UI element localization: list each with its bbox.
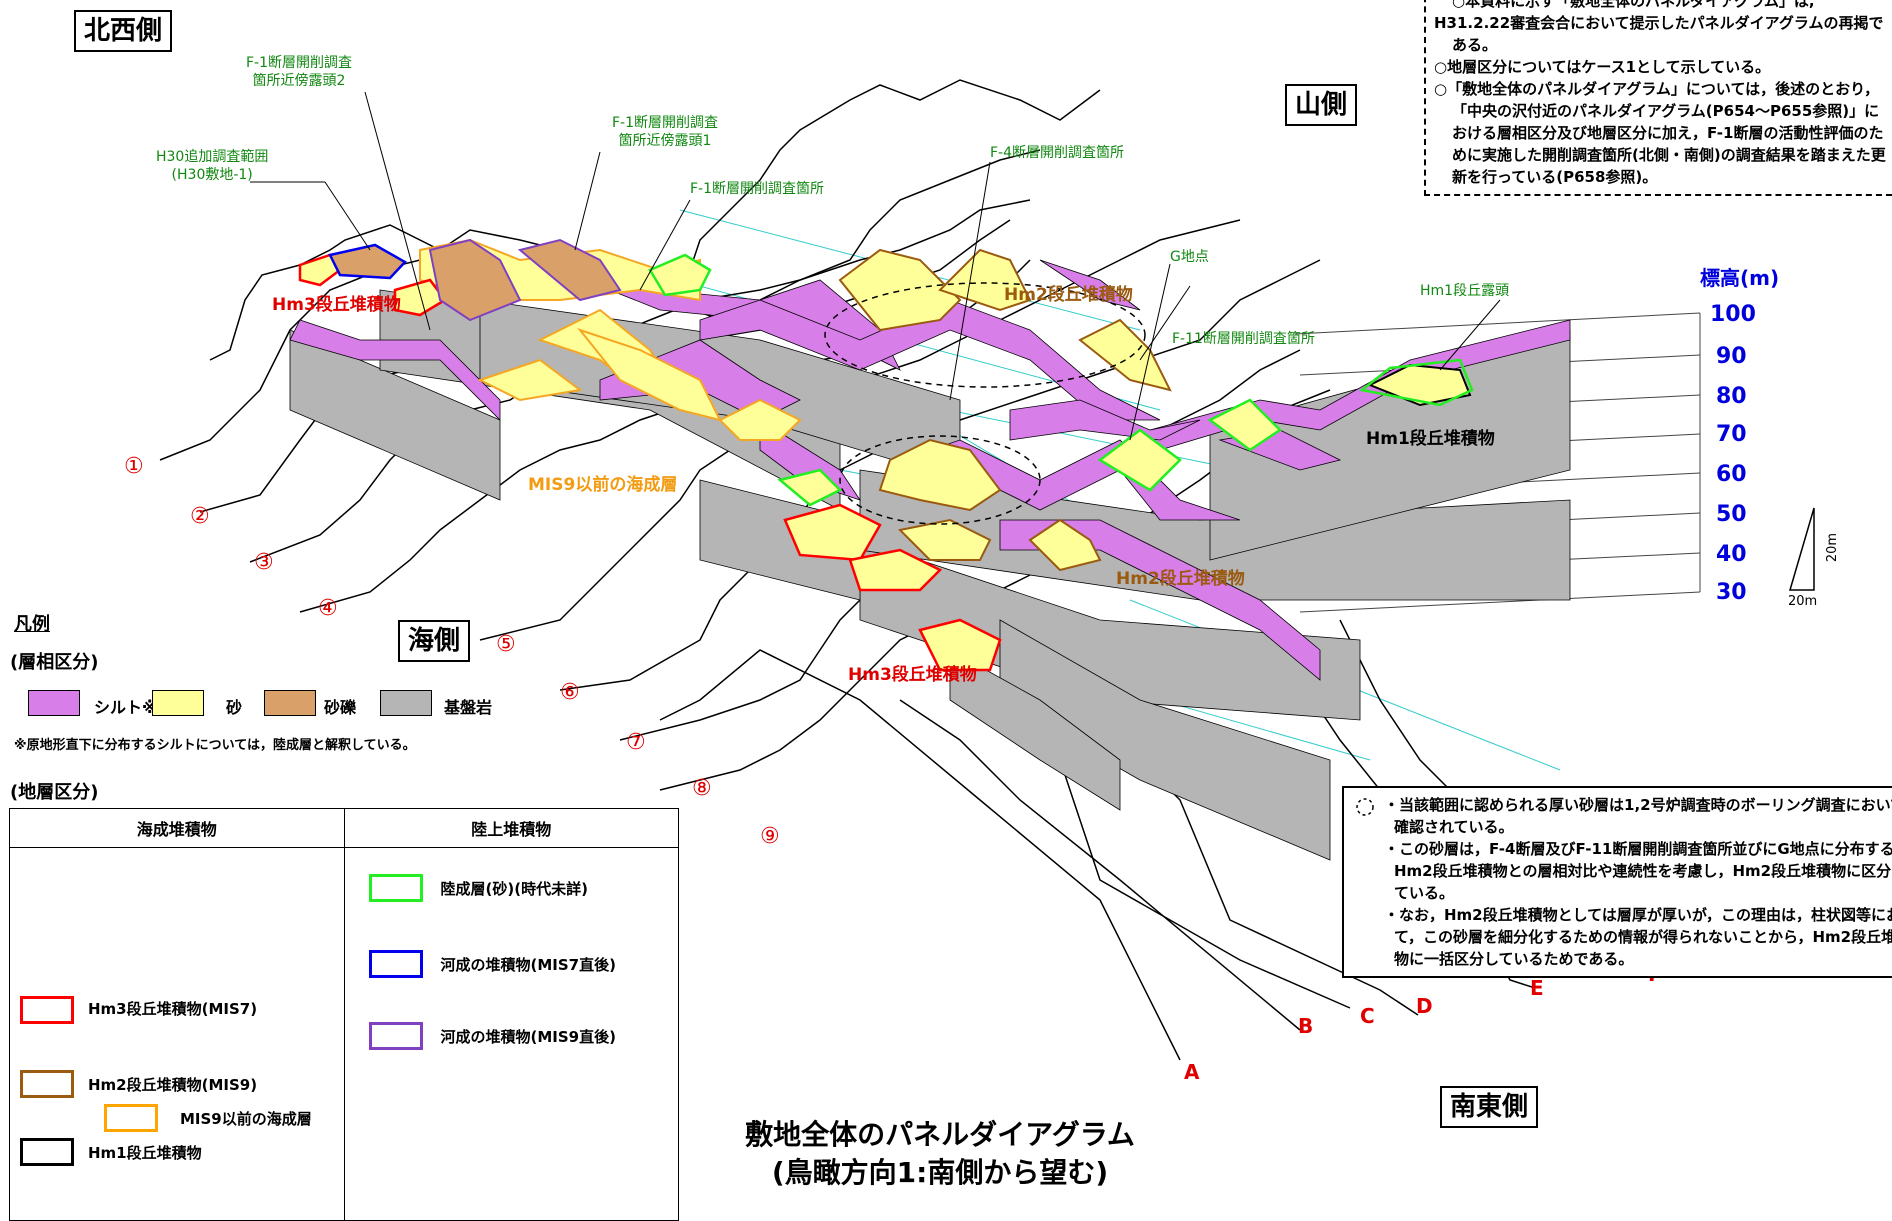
key-mis9 — [104, 1104, 158, 1132]
label-hm2-upper: Hm2段丘堆積物 — [1004, 285, 1133, 305]
key-terrestrial-sand — [368, 874, 423, 902]
figure-title: 敷地全体のパネルダイアグラム (鳥瞰方向1:南側から望む) — [720, 1116, 1160, 1192]
section-number-2: ② — [190, 504, 210, 529]
dashed-circle-icon — [1356, 798, 1374, 816]
key-hm2 — [20, 1070, 74, 1098]
scale-triangle — [1788, 507, 1815, 591]
annotation-f1-site: F-1断層開削調査箇所 — [690, 181, 825, 197]
key-hm1-label: Hm1段丘堆積物 — [88, 1144, 202, 1162]
section-letter-e: E — [1530, 976, 1544, 1000]
note-top-right-line-4: ○「敷地全体のパネルダイアグラム」については，後述のとおり，「中央の沢付近のパネ… — [1434, 80, 1886, 186]
section-number-7: ⑦ — [626, 730, 646, 755]
fluvial-mis9 — [428, 238, 622, 322]
note-bottom-right-line-1: ・当該範囲に認められる厚い砂層は1,2号炉調査時のボーリング調査において確認され… — [1384, 796, 1892, 836]
northwest-label: 北西側 — [74, 10, 173, 52]
key-hm3 — [20, 996, 74, 1024]
section-number-1: ① — [124, 454, 144, 479]
leader-lines — [250, 91, 1501, 441]
header-marine: 海成堆積物 — [9, 808, 345, 848]
section-number-4: ④ — [318, 596, 338, 621]
note-top-right-line-1: ○本資料に示す「敷地全体のパネルダイアグラム」は, — [1452, 0, 1815, 10]
section-number-5: ⑤ — [496, 632, 516, 657]
label-hm3-upper: Hm3段丘堆積物 — [272, 295, 401, 315]
terrestrial-green — [648, 253, 1474, 507]
legend-title: 凡例 — [14, 614, 50, 635]
figure-title-line-1: 敷地全体のパネルダイアグラム — [745, 1118, 1135, 1151]
key-fluvial-mis9 — [368, 1022, 423, 1050]
scale-horizontal-label: 20m — [1788, 594, 1818, 609]
facies-title: (層相区分) — [10, 652, 99, 673]
annotation-f1-outcrop1: F-1断層開削調査箇所近傍露頭1 — [612, 115, 719, 149]
header-terrestrial: 陸上堆積物 — [343, 808, 679, 848]
section-letter-d: D — [1416, 994, 1433, 1018]
annotation-g-point: G地点 — [1170, 249, 1209, 265]
note-top-right-line-3: ○地層区分についてはケース1として示している。 — [1434, 58, 1771, 76]
key-hm3-label: Hm3段丘堆積物(MIS7) — [88, 1000, 258, 1018]
key-mis9-label: MIS9以前の海成層 — [180, 1110, 312, 1128]
key-hm1 — [20, 1138, 74, 1166]
section-number-6: ⑥ — [560, 680, 580, 705]
hm3-deposits — [298, 253, 1002, 672]
swatch-silt-label: シルト※ — [94, 698, 158, 717]
section-number-8: ⑧ — [692, 776, 712, 801]
note-top-right: ○本資料に示す「敷地全体のパネルダイアグラム」は, H31.2.22審査会合にお… — [1424, 0, 1892, 196]
elevation-tick-30: 30 — [1716, 580, 1747, 605]
hm1-deposit — [1367, 363, 1472, 407]
annotation-f4-site: F-4断層開削調査箇所 — [990, 145, 1125, 161]
swatch-basement-label: 基盤岩 — [444, 698, 493, 717]
elevation-tick-70: 70 — [1716, 422, 1747, 447]
label-mis9: MIS9以前の海成層 — [528, 475, 678, 495]
elevation-tick-50: 50 — [1716, 502, 1747, 527]
facies-note: ※原地形直下に分布するシルトについては，陸成層と解釈している。 — [14, 738, 416, 753]
sea-side-label: 海側 — [398, 620, 471, 662]
key-fluvial-mis7-label: 河成の堆積物(MIS7直後) — [440, 956, 616, 974]
scale-vertical-label: 20m — [1825, 532, 1841, 563]
marine-cell: Hm3段丘堆積物(MIS7) Hm2段丘堆積物(MIS9) MIS9以前の海成層… — [9, 847, 345, 1221]
stratigraphy-table: 海成堆積物 陸上堆積物 Hm3段丘堆積物(MIS7) Hm2段丘堆積物(MIS9… — [9, 808, 679, 1221]
label-hm3-lower: Hm3段丘堆積物 — [848, 665, 977, 685]
swatch-sand-label: 砂 — [226, 698, 243, 717]
figure-title-line-2: (鳥瞰方向1:南側から望む) — [771, 1156, 1109, 1189]
mountain-side-label: 山側 — [1285, 84, 1358, 126]
swatch-gravel-label: 砂礫 — [324, 698, 357, 717]
elevation-tick-60: 60 — [1716, 462, 1747, 487]
elevation-tick-90: 90 — [1716, 344, 1747, 369]
key-fluvial-mis9-label: 河成の堆積物(MIS9直後) — [440, 1028, 616, 1046]
note-bottom-right-line-2: ・この砂層は，F-4断層及びF-11断層開削調査箇所並びにG地点に分布するHm2… — [1384, 840, 1892, 902]
elevation-tick-40: 40 — [1716, 542, 1747, 567]
swatch-basement — [380, 690, 432, 716]
strat-title: (地層区分) — [10, 782, 99, 803]
section-letter-b: B — [1298, 1014, 1314, 1038]
elevation-tick-80: 80 — [1716, 384, 1747, 409]
annotation-f11-site: F-11断層開削調査箇所 — [1172, 331, 1315, 347]
annotation-hm1-outcrop: Hm1段丘露頭 — [1420, 283, 1510, 299]
elevation-axis-title: 標高(m) — [1700, 266, 1780, 290]
label-hm1: Hm1段丘堆積物 — [1366, 429, 1495, 449]
swatch-gravel — [264, 690, 316, 716]
swatch-sand — [152, 690, 204, 716]
section-letter-c: C — [1360, 1004, 1375, 1028]
annotation-h30-area: H30追加調査範囲(H30敷地-1) — [156, 149, 269, 183]
key-hm2-label: Hm2段丘堆積物(MIS9) — [88, 1076, 258, 1094]
elevation-tick-100: 100 — [1710, 302, 1756, 327]
annotation-f1-outcrop2: F-1断層開削調査箇所近傍露頭2 — [246, 55, 353, 89]
key-fluvial-mis7 — [368, 950, 423, 978]
southeast-label: 南東側 — [1440, 1086, 1539, 1128]
section-number-9: ⑨ — [760, 824, 780, 849]
hm2-sand-bodies — [838, 248, 1172, 572]
section-letter-a: A — [1184, 1060, 1200, 1084]
panel-diagram — [159, 79, 1815, 1061]
note-bottom-right-line-3: ・なお，Hm2段丘堆積物としては層厚が厚いが，この理由は，柱状図等において，この… — [1384, 906, 1892, 968]
note-top-right-line-2: H31.2.22審査会合において提示したパネルダイアグラムの再掲である。 — [1434, 14, 1884, 54]
note-bottom-right: ・当該範囲に認められる厚い砂層は1,2号炉調査時のボーリング調査において確認され… — [1342, 786, 1892, 978]
label-hm2-lower: Hm2段丘堆積物 — [1116, 569, 1245, 589]
terrestrial-cell: 陸成層(砂)(時代未詳) 河成の堆積物(MIS7直後) 河成の堆積物(MIS9直… — [343, 847, 679, 1221]
key-terrestrial-sand-label: 陸成層(砂)(時代未詳) — [440, 880, 588, 898]
section-number-3: ③ — [254, 550, 274, 575]
swatch-silt — [28, 690, 80, 716]
dashed-ellipses — [824, 282, 1146, 525]
